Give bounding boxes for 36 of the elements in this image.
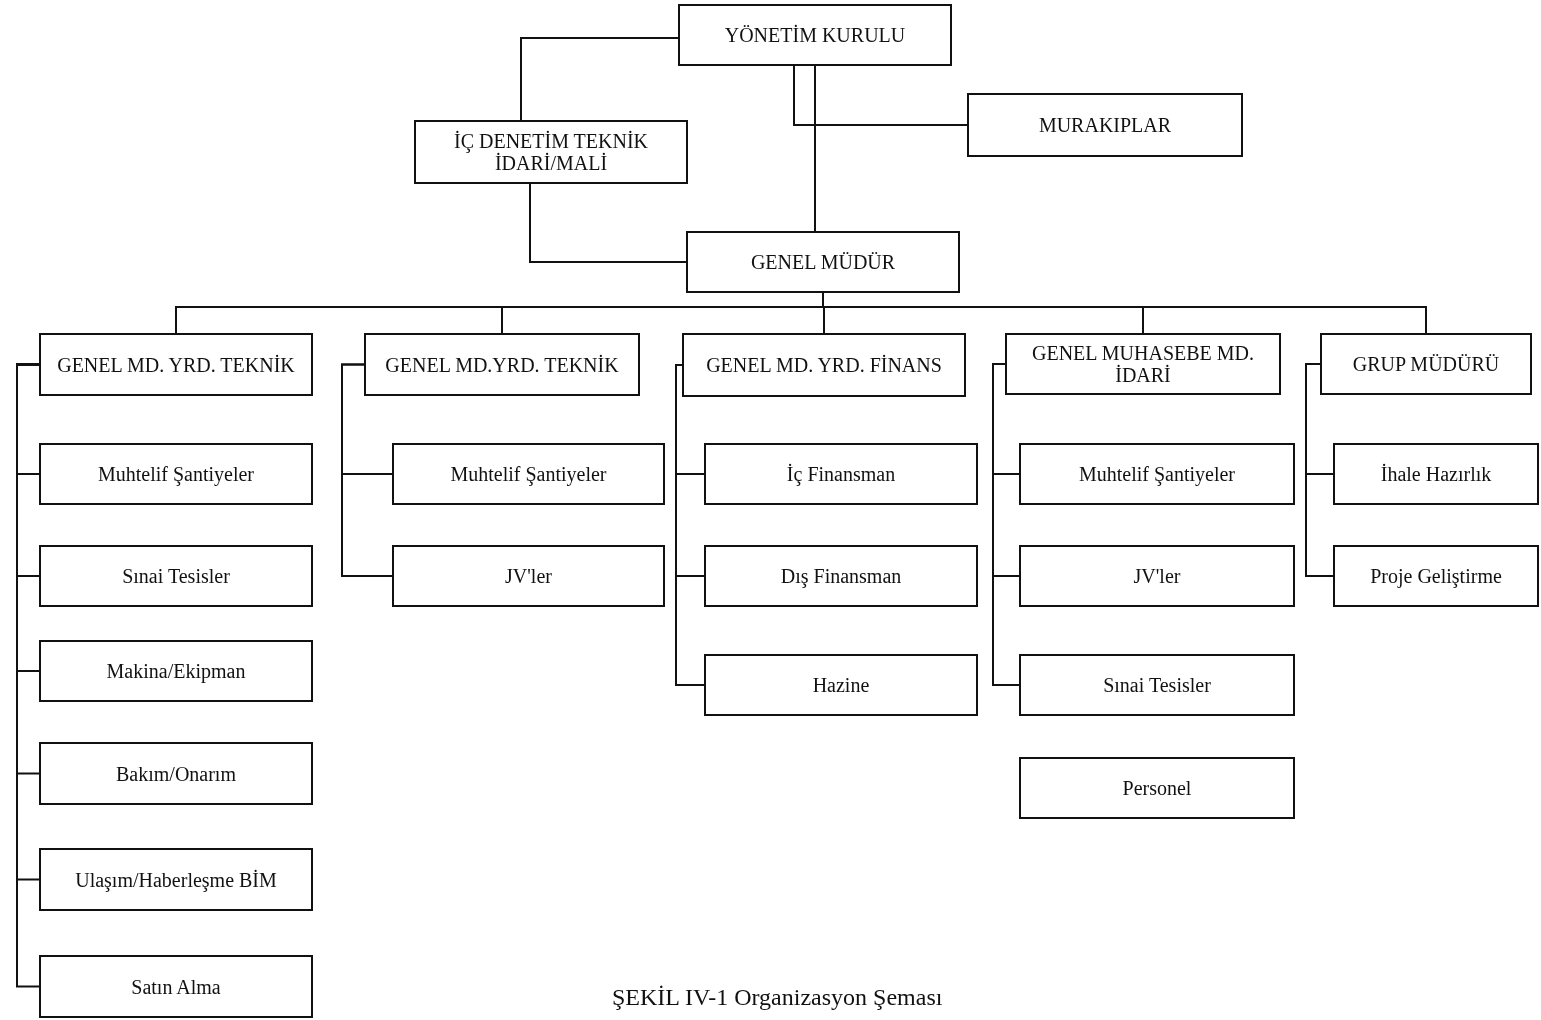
org-box: Personel [1019,757,1295,819]
connector-line [520,37,679,121]
connector-line [992,363,1020,686]
connector-line [529,183,687,263]
org-box: Satın Alma [39,955,313,1018]
org-box: JV'ler [392,545,665,607]
org-box: Dış Finansman [704,545,978,607]
org-box: GENEL MD. YRD. FİNANS [682,333,966,397]
connector-line [341,363,393,577]
org-box: YÖNETİM KURULU [678,4,952,66]
org-box: Proje Geliştirme [1333,545,1539,607]
org-box: İç Finansman [704,443,978,505]
caption: ŞEKİL IV-1 Organizasyon Şeması [612,984,943,1011]
org-box: Ulaşım/Haberleşme BİM [39,848,313,911]
org-box: GRUP MÜDÜRÜ [1320,333,1532,395]
org-box: MURAKIPLAR [967,93,1243,157]
org-box: Bakım/Onarım [39,742,313,805]
org-box: Muhtelif Şantiyeler [39,443,313,505]
org-box: İÇ DENETİM TEKNİK İDARİ/MALİ [414,120,688,184]
org-box: Hazine [704,654,978,716]
org-box: JV'ler [1019,545,1295,607]
connector-line [1305,363,1334,577]
org-box: GENEL MD. YRD. TEKNİK [39,333,313,396]
connector-line [675,364,705,686]
connector-line [814,65,816,232]
connector-line [793,65,968,126]
org-box: Muhtelif Şantiyeler [392,443,665,505]
org-box: GENEL MUHASEBE MD. İDARİ [1005,333,1281,395]
org-box: Sınai Tesisler [39,545,313,607]
org-box: Sınai Tesisler [1019,654,1295,716]
org-box: GENEL MD.YRD. TEKNİK [364,333,640,396]
org-box: GENEL MÜDÜR [686,231,960,293]
org-box: Muhtelif Şantiyeler [1019,443,1295,505]
org-box: İhale Hazırlık [1333,443,1539,505]
connector-line [16,363,40,988]
org-box: Makina/Ekipman [39,640,313,702]
